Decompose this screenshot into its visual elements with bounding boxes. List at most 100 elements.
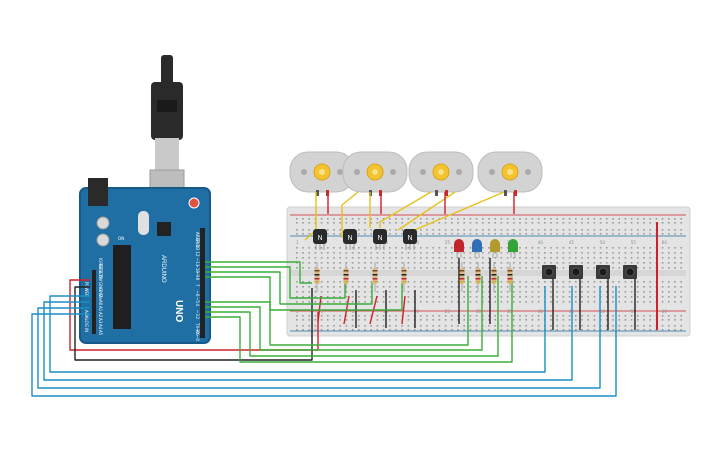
wire-red <box>401 295 406 325</box>
breadboard-hole <box>444 233 447 235</box>
row-number: 1 <box>296 240 299 245</box>
pin-label: 4 <box>195 304 200 307</box>
breadboard-hole <box>531 301 534 303</box>
breadboard-hole <box>661 329 664 331</box>
breadboard-hole <box>630 315 633 317</box>
breadboard-hole <box>438 262 441 264</box>
breadboard-hole <box>661 222 664 224</box>
breadboard-hole <box>500 229 503 231</box>
pushbutton[interactable] <box>623 265 637 279</box>
breadboard-hole <box>351 257 354 259</box>
breadboard-hole <box>506 262 509 264</box>
breadboard-hole <box>364 233 366 235</box>
breadboard-hole <box>475 233 478 235</box>
breadboard-hole <box>606 233 608 235</box>
breadboard-hole <box>407 315 410 317</box>
breadboard-hole <box>426 315 428 317</box>
breadboard-hole <box>525 247 527 249</box>
breadboard-hole <box>444 325 447 327</box>
breadboard-hole <box>302 229 304 231</box>
breadboard-hole <box>320 267 323 269</box>
breadboard-hole <box>575 222 577 224</box>
breadboard-hole <box>358 329 360 331</box>
breadboard-hole <box>482 229 484 231</box>
breadboard-hole <box>593 325 596 327</box>
breadboard-hole <box>308 218 310 220</box>
breadboard-hole <box>302 291 304 293</box>
reset-button[interactable] <box>188 197 200 209</box>
pushbutton[interactable] <box>569 265 583 279</box>
breadboard-hole <box>674 286 676 288</box>
breadboard-hole <box>376 267 379 269</box>
breadboard-hole <box>643 267 645 269</box>
pin-label: AREF <box>195 232 200 243</box>
breadboard-hole <box>469 301 472 303</box>
breadboard-hole <box>494 301 496 303</box>
breadboard-hole <box>457 281 459 283</box>
breadboard-hole <box>475 262 478 264</box>
breadboard-hole <box>438 319 441 321</box>
pushbutton[interactable] <box>542 265 556 279</box>
breadboard-hole <box>500 262 503 264</box>
breadboard-hole <box>333 229 335 231</box>
breadboard-hole <box>407 257 410 259</box>
breadboard-hole <box>382 296 385 298</box>
breadboard-hole <box>531 229 534 231</box>
pushbutton[interactable] <box>596 265 610 279</box>
pin-label: 8 <box>195 278 200 281</box>
breadboard-hole <box>327 325 329 327</box>
breadboard-hole <box>612 222 614 224</box>
breadboard-hole <box>296 291 298 293</box>
breadboard-hole <box>680 247 682 249</box>
breadboard-hole <box>469 291 472 293</box>
breadboard-hole <box>302 319 304 321</box>
breadboard-hole <box>364 252 366 254</box>
breadboard-hole <box>420 329 422 331</box>
breadboard-hole <box>339 319 341 321</box>
breadboard-hole <box>469 329 472 331</box>
breadboard-hole <box>327 229 329 231</box>
breadboard-hole <box>531 325 534 327</box>
breadboard-hole <box>389 252 391 254</box>
breadboard-hole <box>506 267 509 269</box>
breadboard-hole <box>426 281 428 283</box>
breadboard-hole <box>351 319 354 321</box>
breadboard-hole <box>327 252 329 254</box>
breadboard-hole <box>296 281 298 283</box>
breadboard-hole <box>630 319 633 321</box>
resistor <box>372 262 378 292</box>
breadboard-hole <box>599 281 602 283</box>
breadboard-hole <box>438 229 441 231</box>
breadboard-hole <box>420 252 422 254</box>
breadboard-hole <box>649 315 651 317</box>
breadboard-hole <box>463 301 465 303</box>
breadboard-hole <box>358 252 360 254</box>
breadboard-hole <box>537 315 540 317</box>
breadboard-hole <box>420 296 422 298</box>
breadboard-hole <box>649 281 651 283</box>
breadboard-hole <box>680 296 682 298</box>
breadboard-hole <box>500 286 503 288</box>
breadboard-hole <box>562 301 565 303</box>
breadboard-hole <box>500 218 503 220</box>
breadboard-hole <box>426 218 428 220</box>
breadboard-hole <box>680 286 682 288</box>
breadboard-hole <box>612 257 614 259</box>
breadboard-hole <box>531 218 534 220</box>
breadboard-hole <box>358 301 360 303</box>
breadboard-hole <box>426 329 428 331</box>
breadboard-hole <box>612 267 614 269</box>
breadboard-hole <box>351 262 354 264</box>
row-number: 45 <box>569 240 575 245</box>
breadboard-hole <box>562 257 565 259</box>
breadboard-hole <box>401 325 403 327</box>
breadboard-hole <box>643 329 645 331</box>
breadboard-hole <box>680 329 682 331</box>
breadboard-hole <box>370 262 372 264</box>
breadboard-hole <box>401 262 403 264</box>
breadboard-hole <box>451 296 453 298</box>
pin-label: ~6 <box>195 291 200 297</box>
breadboard-hole <box>674 296 676 298</box>
board-logo: UNO <box>173 300 184 322</box>
breadboard-hole <box>475 252 478 254</box>
